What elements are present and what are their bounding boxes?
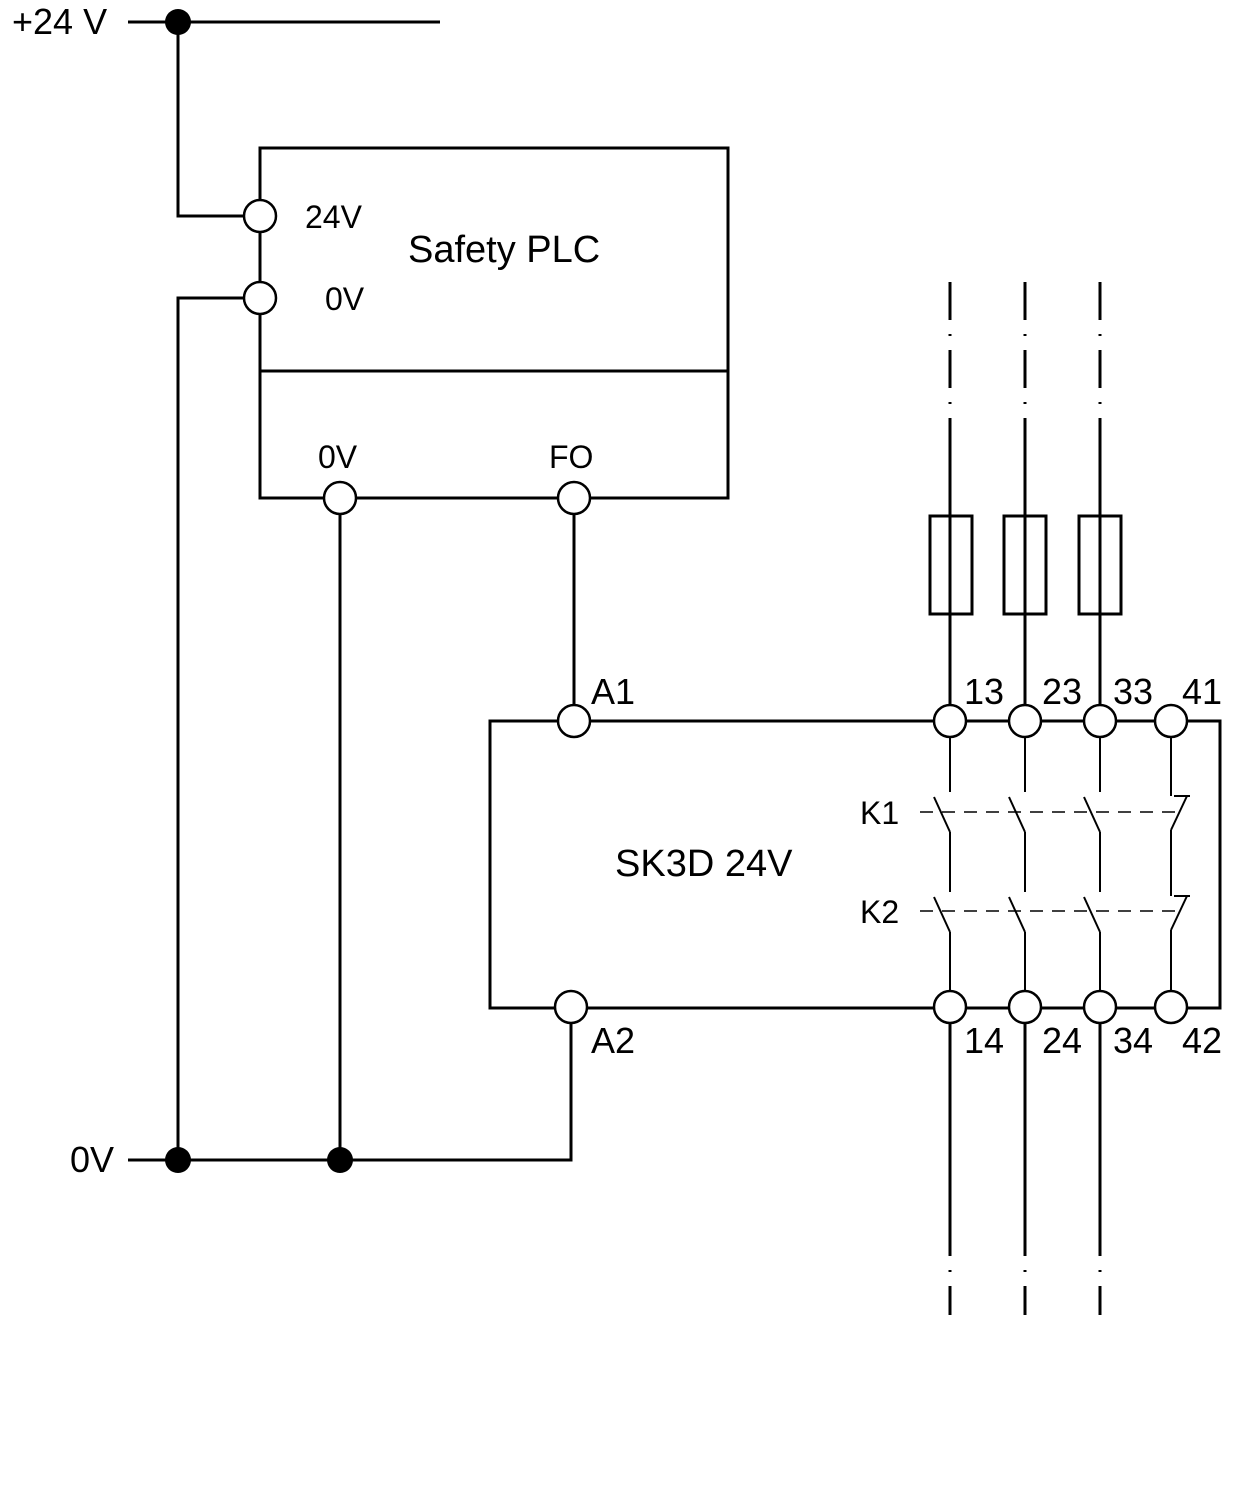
plc-fo-terminal: [556, 480, 592, 516]
safety-plc-box: [258, 146, 730, 500]
relay-terminal-23: [1007, 703, 1043, 739]
terminal-label-41: 41: [1182, 671, 1222, 712]
relay-terminal-33: [1082, 703, 1118, 739]
plc-24v-wire: [176, 22, 244, 218]
k2-contact-nc: [1170, 895, 1188, 931]
terminal-label-33: 33: [1113, 671, 1153, 712]
relay-terminal-41: [1153, 703, 1189, 739]
plc-0v-terminal: [242, 280, 278, 316]
k2-contact-no-1: [933, 896, 951, 933]
terminal-label-14: 14: [964, 1020, 1004, 1061]
plc-0v-output-label: 0V: [318, 439, 358, 475]
a2-ground-wire: [340, 1023, 573, 1162]
supply-rails: [128, 9, 576, 1173]
ground-junction-mid: [327, 1147, 353, 1173]
terminal-label-23: 23: [1042, 671, 1082, 712]
load-output-lines: [948, 1023, 1102, 1315]
relay-a1-terminal: [556, 703, 592, 739]
safety-plc: [242, 146, 730, 516]
relay-terminal-34: [1082, 989, 1118, 1025]
load-supply-lines: [928, 282, 1123, 704]
positive-junction: [165, 9, 191, 35]
k1-contact-nc: [1170, 795, 1188, 831]
ground-junction-left: [165, 1147, 191, 1173]
terminal-label-34: 34: [1113, 1020, 1153, 1061]
relay-terminal-14: [932, 989, 968, 1025]
plc-0v-label: 0V: [325, 281, 365, 317]
plc-0v-output-terminal: [322, 480, 358, 516]
relay-a2-label: A2: [591, 1020, 635, 1061]
contact-row-label-k2: K2: [860, 894, 899, 930]
safety-plc-title: Safety PLC: [408, 229, 600, 271]
safety-relay-box: [488, 719, 1222, 1010]
relay-a1-label: A1: [591, 671, 635, 712]
terminal-label-24: 24: [1042, 1020, 1082, 1061]
relay-terminal-13: [932, 703, 968, 739]
k1-contact-no-3: [1083, 796, 1101, 833]
plc-0v-wire: [176, 296, 244, 1160]
safety-relay: [488, 703, 1222, 1025]
k2-contact-no-2: [1008, 896, 1026, 933]
terminal-label-13: 13: [964, 671, 1004, 712]
plc-24v-terminal: [242, 198, 278, 234]
contact-row-label-k1: K1: [860, 795, 899, 831]
plc-24v-label: 24V: [305, 199, 363, 235]
relay-terminal-42: [1153, 989, 1189, 1025]
k1-contact-no-1: [933, 796, 951, 833]
safety-relay-title: SK3D 24V: [615, 843, 793, 885]
relay-a2-terminal: [553, 989, 589, 1025]
plc-fo-label: FO: [549, 439, 593, 475]
ground-supply-label: 0V: [70, 1139, 114, 1180]
positive-supply-label: +24 V: [12, 1, 107, 42]
k1-contact-no-2: [1008, 796, 1026, 833]
terminal-label-42: 42: [1182, 1020, 1222, 1061]
relay-terminal-24: [1007, 989, 1043, 1025]
k2-contact-no-3: [1083, 896, 1101, 933]
